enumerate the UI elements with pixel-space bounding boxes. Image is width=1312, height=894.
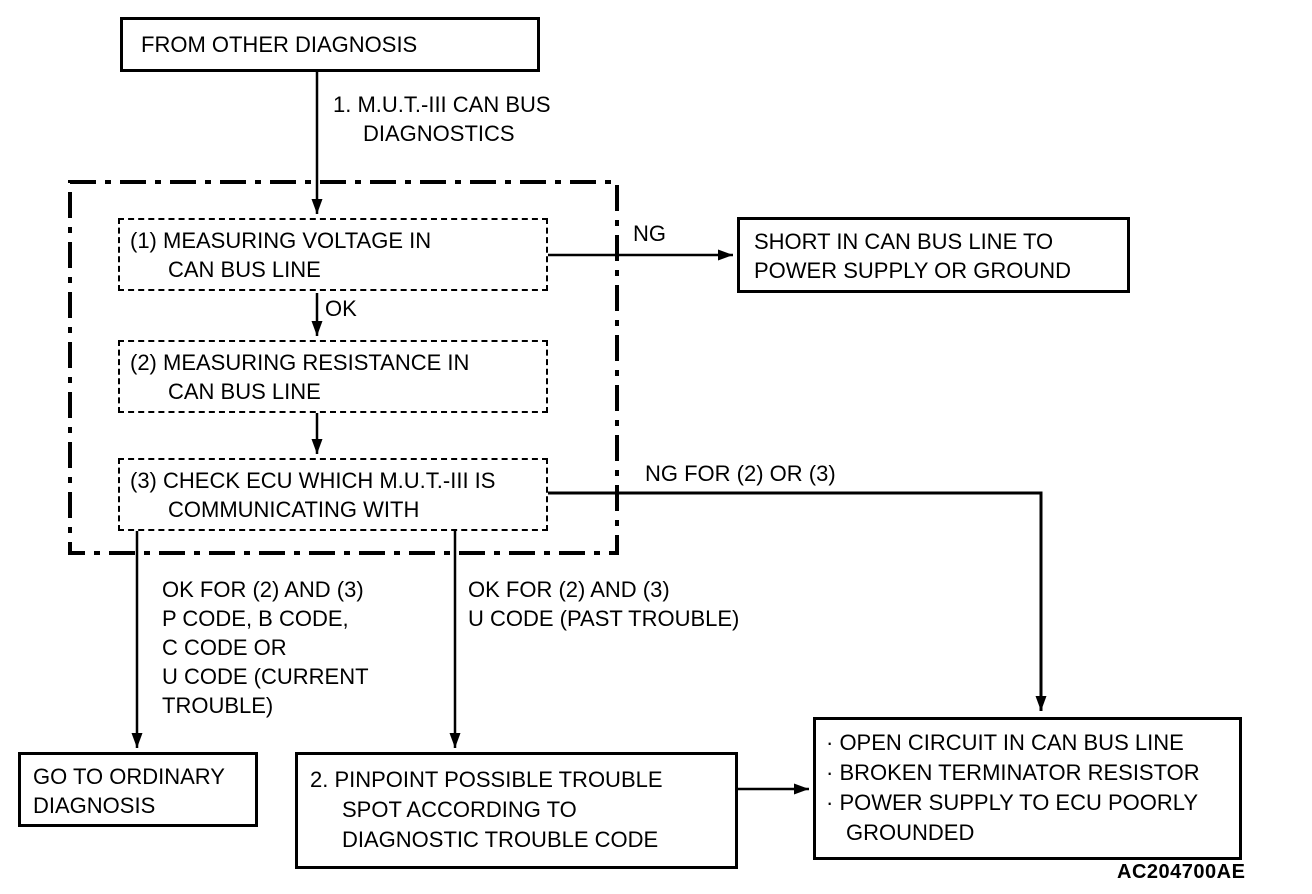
figure-code: AC204700AE (1117, 861, 1246, 883)
node-measuring-resistance: (2) MEASURING RESISTANCE IN CAN BUS LINE (118, 340, 548, 413)
edge-label-ok-past-trouble: OK FOR (2) AND (3) U CODE (PAST TROUBLE) (468, 577, 740, 631)
node-short-in-can-bus: SHORT IN CAN BUS LINE TO POWER SUPPLY OR… (737, 217, 1130, 293)
edge-label-ng-for-2-or-3: NG FOR (2) OR (3) (645, 461, 836, 486)
arrow-ng23-to-causes (548, 491, 1047, 711)
edge-label-step1: 1. M.U.T.-III CAN BUS DIAGNOSTICS (333, 92, 551, 146)
node-measuring-voltage: (1) MEASURING VOLTAGE IN CAN BUS LINE (118, 218, 548, 291)
edge-label-ng: NG (633, 221, 666, 246)
node-go-to-ordinary-diagnosis: GO TO ORDINARY DIAGNOSIS (18, 752, 258, 827)
node-from-other-diagnosis-label: FROM OTHER DIAGNOSIS (141, 32, 418, 57)
node-check-ecu: (3) CHECK ECU WHICH M.U.T.-III IS COMMUN… (118, 458, 548, 531)
diagnostics-group-border (68, 180, 619, 555)
node-possible-causes: · OPEN CIRCUIT IN CAN BUS LINE · BROKEN … (813, 717, 1242, 860)
edge-label-ok-current-trouble: OK FOR (2) AND (3) P CODE, B CODE, C COD… (162, 577, 369, 718)
node-pinpoint-trouble-spot: 2. PINPOINT POSSIBLE TROUBLE SPOT ACCORD… (295, 752, 738, 869)
edge-label-ok: OK (325, 296, 357, 321)
node-from-other-diagnosis: FROM OTHER DIAGNOSIS (120, 17, 540, 72)
